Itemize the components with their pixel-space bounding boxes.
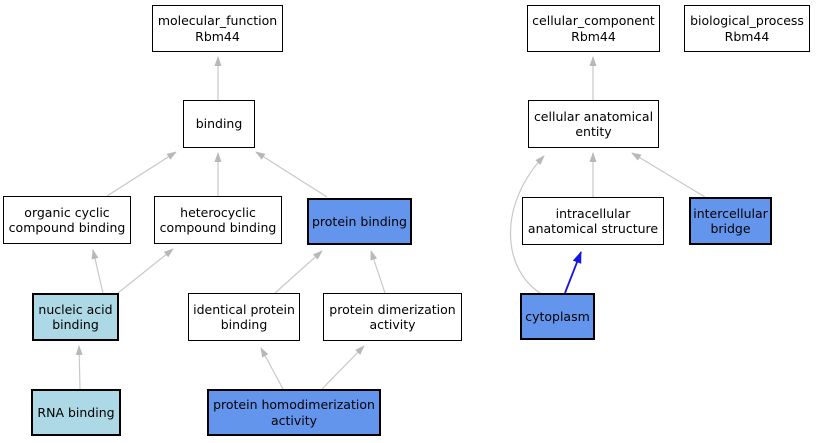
- edge-protein-binding-to-binding: [255, 151, 328, 198]
- node-label: cellular_component Rbm44: [532, 13, 655, 44]
- node-label: RNA binding: [37, 404, 115, 420]
- node-identical-protein-binding[interactable]: identical protein binding: [188, 293, 300, 341]
- node-label: heterocyclic compound binding: [159, 204, 277, 235]
- node-cellular-component-rbm44[interactable]: cellular_component Rbm44: [527, 5, 660, 52]
- edge-organic-cyclic-to-binding: [106, 151, 177, 197]
- edge-homodimerization-to-identical-protein: [260, 347, 284, 390]
- node-cellular-anatomical-entity[interactable]: cellular anatomical entity: [528, 100, 659, 148]
- node-heterocyclic-compound-binding[interactable]: heterocyclic compound binding: [154, 196, 282, 244]
- node-label: protein dimerization activity: [329, 301, 456, 332]
- node-cytoplasm[interactable]: cytoplasm: [520, 293, 595, 340]
- node-label: binding: [195, 116, 243, 132]
- node-label: nucleic acid binding: [38, 301, 113, 332]
- node-nucleic-acid-binding[interactable]: nucleic acid binding: [32, 293, 119, 341]
- edge-dimerization-to-protein-binding: [370, 250, 386, 294]
- node-label: biological_process Rbm44: [690, 13, 804, 44]
- node-intracellular-anatomical-structure[interactable]: intracellular anatomical structure: [522, 197, 664, 245]
- node-protein-homodimerization-activity[interactable]: protein homodimerization activity: [207, 389, 381, 436]
- node-label: cytoplasm: [525, 308, 590, 324]
- node-biological-process-rbm44[interactable]: biological_process Rbm44: [684, 5, 810, 52]
- edge-identical-protein-to-protein-binding: [274, 250, 323, 294]
- node-label: protein homodimerization activity: [213, 397, 375, 428]
- node-binding[interactable]: binding: [183, 100, 255, 148]
- edge-rna-binding-to-nucleic-acid: [75, 345, 83, 390]
- node-label: intracellular anatomical structure: [527, 205, 659, 236]
- node-rna-binding[interactable]: RNA binding: [31, 389, 121, 436]
- node-molecular-function-rbm44[interactable]: molecular_function Rbm44: [152, 5, 283, 52]
- edge-nucleic-acid-to-heterocyclic: [117, 248, 174, 294]
- node-label: identical protein binding: [193, 301, 295, 332]
- edge-cytoplasm-to-intracellular: [564, 251, 582, 294]
- node-organic-cyclic-compound-binding[interactable]: organic cyclic compound binding: [3, 196, 131, 244]
- edge-cytoplasm-to-cellular-anatomical: [509, 155, 545, 294]
- node-label: intercellular bridge: [693, 205, 768, 236]
- edge-intercellular-bridge-to-cellular-anatomical: [631, 152, 706, 198]
- node-label: molecular_function Rbm44: [157, 13, 278, 44]
- node-label: organic cyclic compound binding: [8, 204, 126, 235]
- node-protein-dimerization-activity[interactable]: protein dimerization activity: [323, 293, 462, 341]
- edge-homodimerization-to-dimerization: [321, 345, 365, 390]
- node-label: cellular anatomical entity: [533, 108, 654, 139]
- node-protein-binding[interactable]: protein binding: [307, 198, 412, 245]
- node-intercellular-bridge[interactable]: intercellular bridge: [689, 197, 772, 245]
- node-label: protein binding: [311, 213, 407, 229]
- edge-nucleic-acid-to-organic-cyclic: [91, 249, 104, 294]
